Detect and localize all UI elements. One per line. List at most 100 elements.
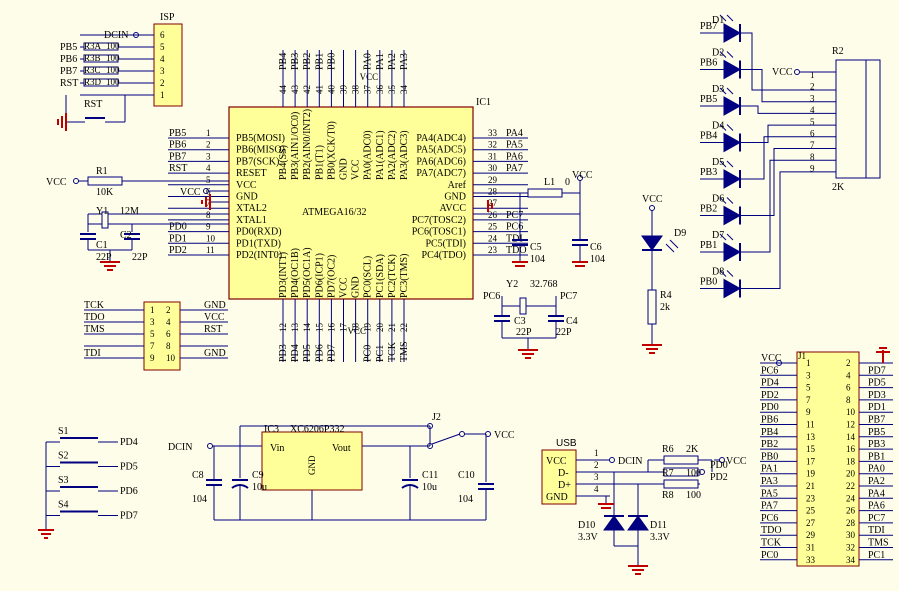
r2-pin-3: 3 bbox=[810, 93, 815, 103]
mcu-pin-name-4: RESET bbox=[236, 168, 267, 179]
usb-pin-2: 2 bbox=[594, 460, 599, 470]
mcu-pin-num-17: 17 bbox=[339, 323, 349, 333]
r3b-label: R3B bbox=[84, 53, 101, 63]
led-ray-D8 bbox=[719, 270, 727, 277]
j1-net-left-5: PD4 bbox=[761, 378, 779, 389]
mcu-pin-num-37: 37 bbox=[363, 85, 373, 95]
mcu-pin-num-22: 22 bbox=[399, 323, 409, 332]
d11-ref: D11 bbox=[650, 520, 667, 531]
c10-value: 104 bbox=[458, 494, 473, 505]
mcu-pin-name-7: XTAL2 bbox=[236, 203, 267, 214]
mcu-pin-name-32: PA5(ADC5) bbox=[416, 145, 466, 156]
y1-value: 12M bbox=[120, 206, 139, 217]
jtag-pin-4: 4 bbox=[166, 317, 171, 327]
l1-ref: L1 bbox=[544, 177, 555, 188]
mcu-pin-num-8: 8 bbox=[206, 210, 211, 220]
jtag-net-left-3: TDO bbox=[84, 312, 105, 323]
mcu-pin-num-42: 42 bbox=[302, 85, 312, 94]
mcu-net-13: PD4 bbox=[290, 344, 301, 362]
mcu-pin-name-27: AVCC bbox=[440, 203, 467, 214]
usb-pin-gnd: GND bbox=[546, 492, 568, 503]
mcu-part: ATMEGA16/32 bbox=[302, 207, 366, 218]
mcu-net-32: PA5 bbox=[506, 140, 523, 151]
j1-pin-16: 16 bbox=[846, 444, 856, 454]
r6-value: 2K bbox=[686, 444, 699, 455]
r3b-value: 100 bbox=[106, 53, 120, 63]
y2-pc7: PC7 bbox=[560, 291, 577, 302]
usb-pin-3: 3 bbox=[594, 472, 599, 482]
r3d-resistor bbox=[83, 78, 119, 87]
mcu-pin-num-4: 4 bbox=[206, 163, 211, 173]
j1-pin-14: 14 bbox=[846, 432, 856, 442]
usb-wiring bbox=[576, 455, 725, 566]
mcu-pin-name-37: PA0(ADC0) bbox=[363, 130, 374, 180]
mcu-net-22: TMS bbox=[399, 341, 410, 362]
jtag-pin-5: 5 bbox=[150, 329, 155, 339]
r2-pin-7: 7 bbox=[810, 140, 815, 150]
j1-pin-9: 9 bbox=[806, 407, 811, 417]
mcu-pin-num-16: 16 bbox=[326, 323, 336, 333]
jtag-pin-7: 7 bbox=[150, 341, 155, 351]
led-ref-D5: D5 bbox=[712, 157, 724, 168]
usb-pin-4: 4 bbox=[594, 484, 599, 494]
j1-net-right-34: PC1 bbox=[868, 550, 885, 561]
led-out-wire-D6 bbox=[740, 148, 836, 216]
mcu-net-3: PB7 bbox=[169, 151, 186, 162]
analog-section bbox=[473, 175, 588, 262]
j1-net-right-30: TDI bbox=[868, 525, 885, 536]
led-ray2-D6 bbox=[726, 197, 734, 204]
led-D7 bbox=[723, 242, 742, 262]
dcin-terminal bbox=[133, 32, 139, 38]
usb-title: USB bbox=[556, 438, 577, 449]
r2-pin-8: 8 bbox=[810, 152, 815, 162]
d10-value: 3.3V bbox=[578, 532, 599, 543]
r8-value: 100 bbox=[686, 490, 701, 501]
r6-ref: R6 bbox=[662, 444, 674, 455]
mcu-pin-num-1: 1 bbox=[206, 128, 211, 138]
mcu-pin-num-28: 28 bbox=[488, 187, 498, 197]
j1-pin-3: 3 bbox=[806, 370, 811, 380]
j1-pins: 1VCC3PC65PD47PD29PD011PB613PB415PB217PB0… bbox=[760, 347, 893, 565]
jtag-pin-10: 10 bbox=[166, 353, 176, 363]
reset-resistor-group bbox=[73, 176, 229, 186]
rtc-gnd-symbol bbox=[518, 349, 538, 359]
mcu-pin-name-12: PD3(INT1) bbox=[278, 252, 289, 298]
mcu-pin-num-33: 33 bbox=[488, 128, 498, 138]
jtag-net-right-2: GND bbox=[204, 300, 226, 311]
j1-net-left-21: PA3 bbox=[761, 476, 778, 487]
c6-ref: C6 bbox=[590, 242, 602, 253]
r1-ref: R1 bbox=[96, 166, 108, 177]
mcu-net-25: PC6 bbox=[506, 222, 523, 233]
mcu-pin-name-26: PC7(TOSC2) bbox=[412, 215, 466, 226]
r4-value: 2k bbox=[660, 302, 670, 313]
led-net-D8: PB0 bbox=[700, 277, 717, 288]
led-out-wire-D3 bbox=[740, 105, 836, 114]
c1-ref: C1 bbox=[96, 240, 108, 251]
mcu-pin-name-34: PA3(ADC3) bbox=[399, 130, 410, 180]
r4-resistor bbox=[647, 289, 657, 325]
led-net-D5: PB3 bbox=[700, 167, 717, 178]
usb-gnd-symbols bbox=[598, 503, 648, 575]
mcu-pin-name-10: PD1(TXD) bbox=[236, 238, 281, 249]
j1-net-right-10: PD1 bbox=[868, 402, 886, 413]
j1-pin-6: 6 bbox=[846, 383, 851, 393]
mcu-pin-name-3: PB7(SCK) bbox=[236, 156, 279, 167]
jtag-pin-3: 3 bbox=[150, 317, 155, 327]
j1-net-right-28: PC7 bbox=[868, 513, 885, 524]
jtag-pin-6: 6 bbox=[166, 329, 171, 339]
mcu-pin-num-2: 2 bbox=[206, 140, 211, 150]
mcu-pin-name-20: PC1(SDA) bbox=[375, 254, 386, 298]
led-D2 bbox=[723, 59, 742, 80]
j1-net-left-15: PB2 bbox=[761, 439, 778, 450]
jtag-pin-1: 1 bbox=[150, 305, 155, 315]
r1-resistor bbox=[87, 176, 123, 186]
r3c-value: 100 bbox=[106, 65, 120, 75]
crystal-y1-group bbox=[80, 211, 229, 262]
led-out-wire-D7 bbox=[740, 159, 836, 253]
isp-pin-1: 1 bbox=[160, 90, 165, 100]
rst-button-label: RST bbox=[84, 99, 102, 110]
r8-ref: R8 bbox=[662, 490, 674, 501]
c3-value: 22P bbox=[516, 327, 532, 338]
mcu-pin-num-3: 3 bbox=[206, 151, 211, 161]
